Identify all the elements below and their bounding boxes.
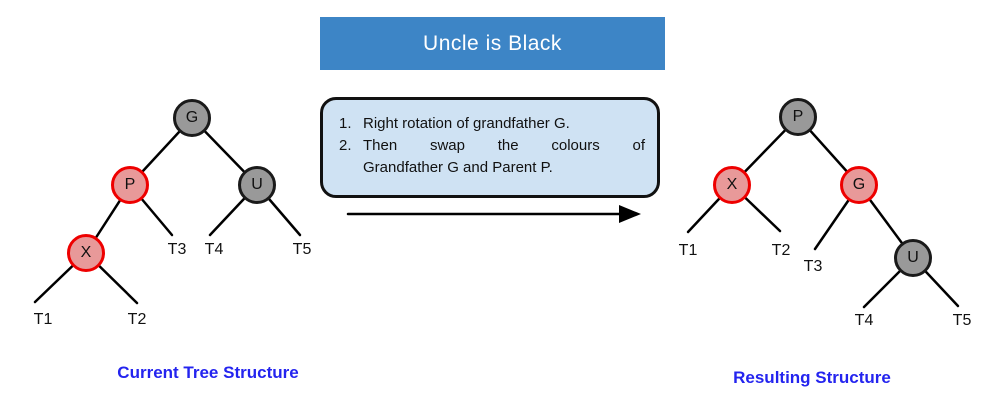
right-tree-leaf-t4: T4 xyxy=(854,312,874,329)
instruction-2-number: 2. xyxy=(339,137,352,154)
instruction-2-line-2: Grandfather G and Parent P. xyxy=(363,159,553,176)
left-tree-caption: Current Tree Structure xyxy=(117,363,299,382)
instruction-item-1: 1. Right rotation of grandfather G. xyxy=(339,113,645,135)
instruction-2-line-1: Then swap the colours of xyxy=(363,137,645,154)
right-tree-caption: Resulting Structure xyxy=(733,368,891,387)
right-tree-node-p: P xyxy=(779,98,817,136)
case-title-banner: Uncle is Black xyxy=(320,17,665,70)
right-tree-node-u: U xyxy=(894,239,932,277)
right-tree-leaf-t3: T3 xyxy=(803,258,823,275)
left-tree-node-g: G xyxy=(173,99,211,137)
right-tree-node-x: X xyxy=(713,166,751,204)
right-tree-node-g: G xyxy=(840,166,878,204)
left-tree-leaf-t4: T4 xyxy=(204,241,224,258)
right-tree-leaf-t5: T5 xyxy=(952,312,972,329)
right-tree-leaf-t2: T2 xyxy=(771,242,791,259)
left-tree-leaf-t2: T2 xyxy=(127,311,147,328)
instruction-item-2: 2. Then swap the colours of Grandfather … xyxy=(339,135,645,179)
left-tree-node-x: X xyxy=(67,234,105,272)
right-tree-leaf-t1: T1 xyxy=(678,242,698,259)
left-tree-leaf-t5: T5 xyxy=(292,241,312,258)
instructions-box: 1. Right rotation of grandfather G. 2. T… xyxy=(320,97,660,198)
left-tree-node-p: P xyxy=(111,166,149,204)
instruction-2-text: Then swap the colours of Grandfather G a… xyxy=(363,135,645,179)
left-tree-node-u: U xyxy=(238,166,276,204)
instruction-1-text: Right rotation of grandfather G. xyxy=(363,115,570,132)
left-tree-leaf-t3: T3 xyxy=(167,241,187,258)
left-tree-leaf-t1: T1 xyxy=(33,311,53,328)
instruction-1-number: 1. xyxy=(339,115,352,132)
arrow-right-icon xyxy=(346,205,641,223)
